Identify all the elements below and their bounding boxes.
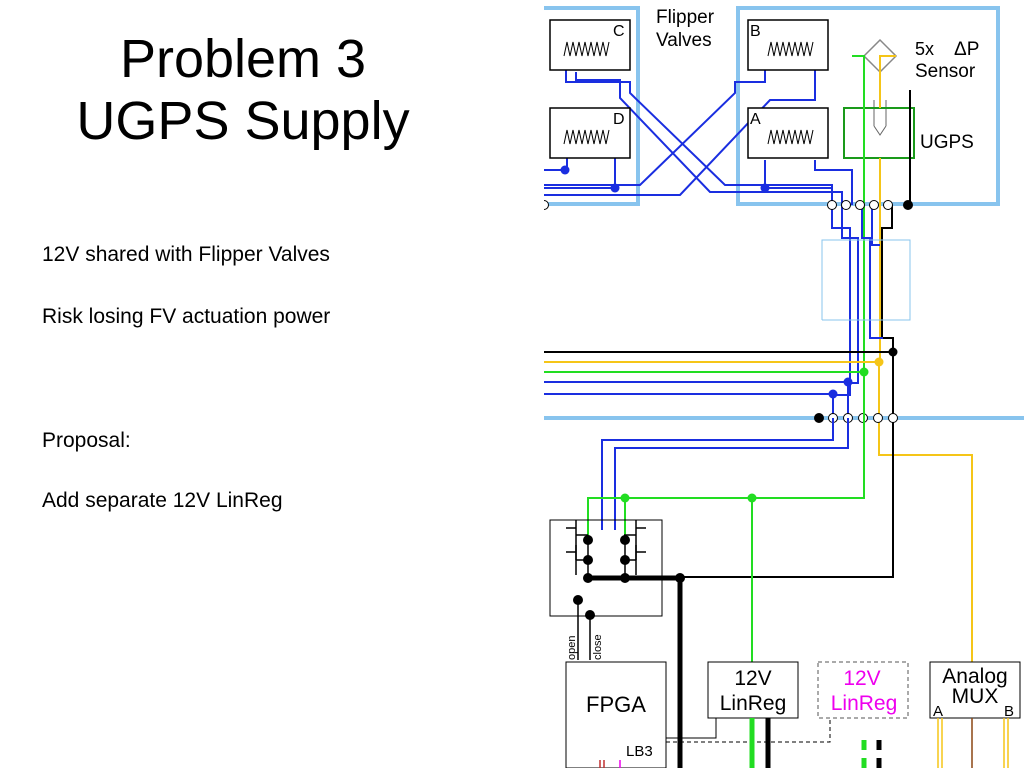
lower-wiring: [587, 372, 865, 662]
lower-junctions: [620, 493, 757, 503]
linreg-existing-line-1: 12V: [734, 667, 771, 690]
sensor-delta-p: ΔP: [954, 39, 979, 60]
valve-a: A: [747, 107, 829, 159]
slide-title-line-2: UGPS Supply: [76, 91, 410, 151]
connector-row-top: [544, 200, 913, 210]
analog-mux: Analog MUX A B: [929, 661, 1021, 768]
bus-junctions: [828, 347, 898, 399]
bullet-proposal: Proposal:: [42, 429, 131, 452]
valve-d-label: D: [613, 111, 625, 128]
valve-c: C: [549, 19, 631, 71]
valve-wiring: [544, 60, 853, 205]
analog-mux-line-1: Analog: [942, 665, 1007, 688]
bullet-shared-12v: 12V shared with Flipper Valves: [42, 243, 330, 266]
fpga-label: FPGA: [586, 692, 646, 717]
valve-b: B: [747, 19, 829, 71]
valve-a-label: A: [750, 111, 761, 128]
flipper-valves-label-line-2: Valves: [656, 30, 712, 51]
lb3-control-wire: [666, 718, 717, 739]
pressure-sensor: 5x ΔP Sensor: [862, 38, 979, 136]
bullet-add-linreg: Add separate 12V LinReg: [42, 489, 283, 512]
ugps-label: UGPS: [920, 132, 974, 153]
open-signal-label: open: [566, 636, 578, 660]
sensor-count: 5x: [915, 39, 934, 59]
close-signal-label: close: [592, 634, 604, 660]
linreg-proposed: 12V LinReg: [817, 661, 909, 768]
right-valve-housing: [736, 6, 1000, 206]
lb3-proposed-wire: [666, 718, 831, 743]
schematic-diagram: C D B A Flipper Valves 5x ΔP Sensor UGPS: [544, 6, 1024, 768]
left-valve-housing: [544, 6, 640, 206]
linreg-existing-line-2: LinReg: [720, 692, 787, 715]
valve-boxes: C D B A: [549, 19, 829, 159]
valve-housings: [544, 6, 1000, 206]
linreg-proposed-line-2: LinReg: [831, 692, 898, 715]
horizontal-bus: [544, 351, 1024, 420]
linreg-existing: 12V LinReg: [707, 661, 799, 768]
valve-c-label: C: [613, 23, 625, 40]
linreg-proposed-line-1: 12V: [843, 667, 880, 690]
valve-b-label: B: [750, 23, 761, 40]
fpga-block: FPGA LB3: [565, 661, 667, 768]
valve-wire-junctions: [560, 165, 770, 193]
slide-title-line-1: Problem 3: [119, 29, 367, 89]
analog-mux-input-a: A: [933, 703, 943, 720]
valve-d: D: [549, 107, 631, 159]
analog-mux-line-2: MUX: [952, 685, 999, 708]
flipper-valves-label-line-1: Flipper: [656, 7, 715, 28]
sensor-name: Sensor: [915, 61, 976, 82]
bullet-risk-power: Risk losing FV actuation power: [42, 305, 331, 328]
slide-title: Problem 3 UGPS Supply: [0, 28, 486, 152]
h-bridge-junctions: [573, 535, 685, 620]
lb3-label: LB3: [626, 743, 653, 760]
analog-mux-input-b: B: [1004, 703, 1014, 720]
vertical-harness: [590, 55, 973, 662]
